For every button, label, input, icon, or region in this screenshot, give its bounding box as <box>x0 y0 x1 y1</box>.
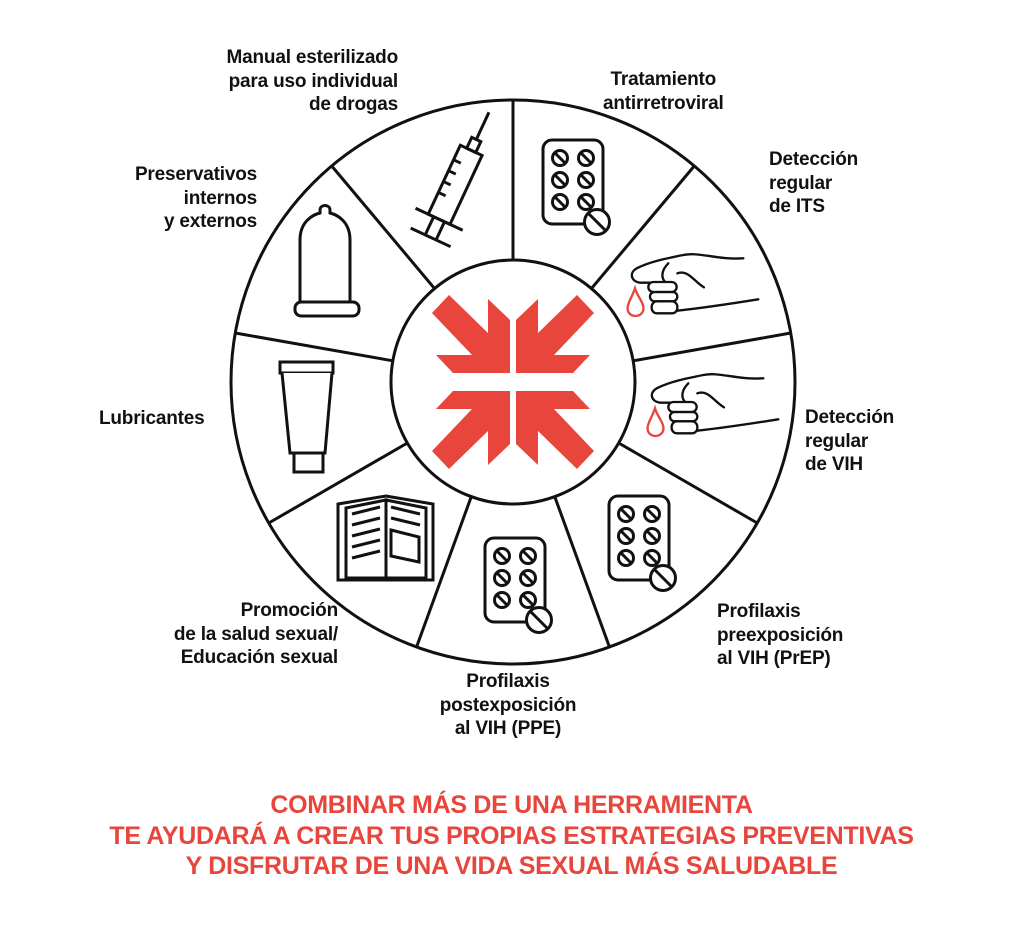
segment-divider <box>590 165 696 290</box>
lubricant-tube-icon <box>278 360 335 474</box>
segment-divider <box>553 496 611 648</box>
pill-pack-icon <box>543 140 610 235</box>
condom-icon <box>293 204 361 318</box>
footer-line: Y DISFRUTAR DE UNA VIDA SEXUAL MÁS SALUD… <box>185 852 838 880</box>
footer-line: COMBINAR MÁS DE UNA HERRAMIENTA <box>270 791 753 819</box>
pill-pack-icon <box>609 496 676 591</box>
book-icon <box>336 494 435 582</box>
segment-dividers <box>235 100 791 648</box>
syringe-icon <box>410 111 491 249</box>
segment-divider <box>235 331 394 363</box>
pill-pack-icon <box>485 538 552 633</box>
footer-line: TE AYUDARÁ A CREAR TUS PROPIAS ESTRATEGI… <box>109 821 914 850</box>
segment-divider <box>415 496 473 648</box>
segment-divider <box>632 331 791 363</box>
segment-divider <box>617 441 758 525</box>
footer-message: COMBINAR MÁS DE UNA HERRAMIENTA TE AYUDA… <box>0 790 1023 882</box>
segment-divider <box>268 441 409 525</box>
segment-divider <box>330 165 436 290</box>
label-lubricants: Lubricantes <box>99 408 205 429</box>
inner-circle <box>389 258 637 506</box>
